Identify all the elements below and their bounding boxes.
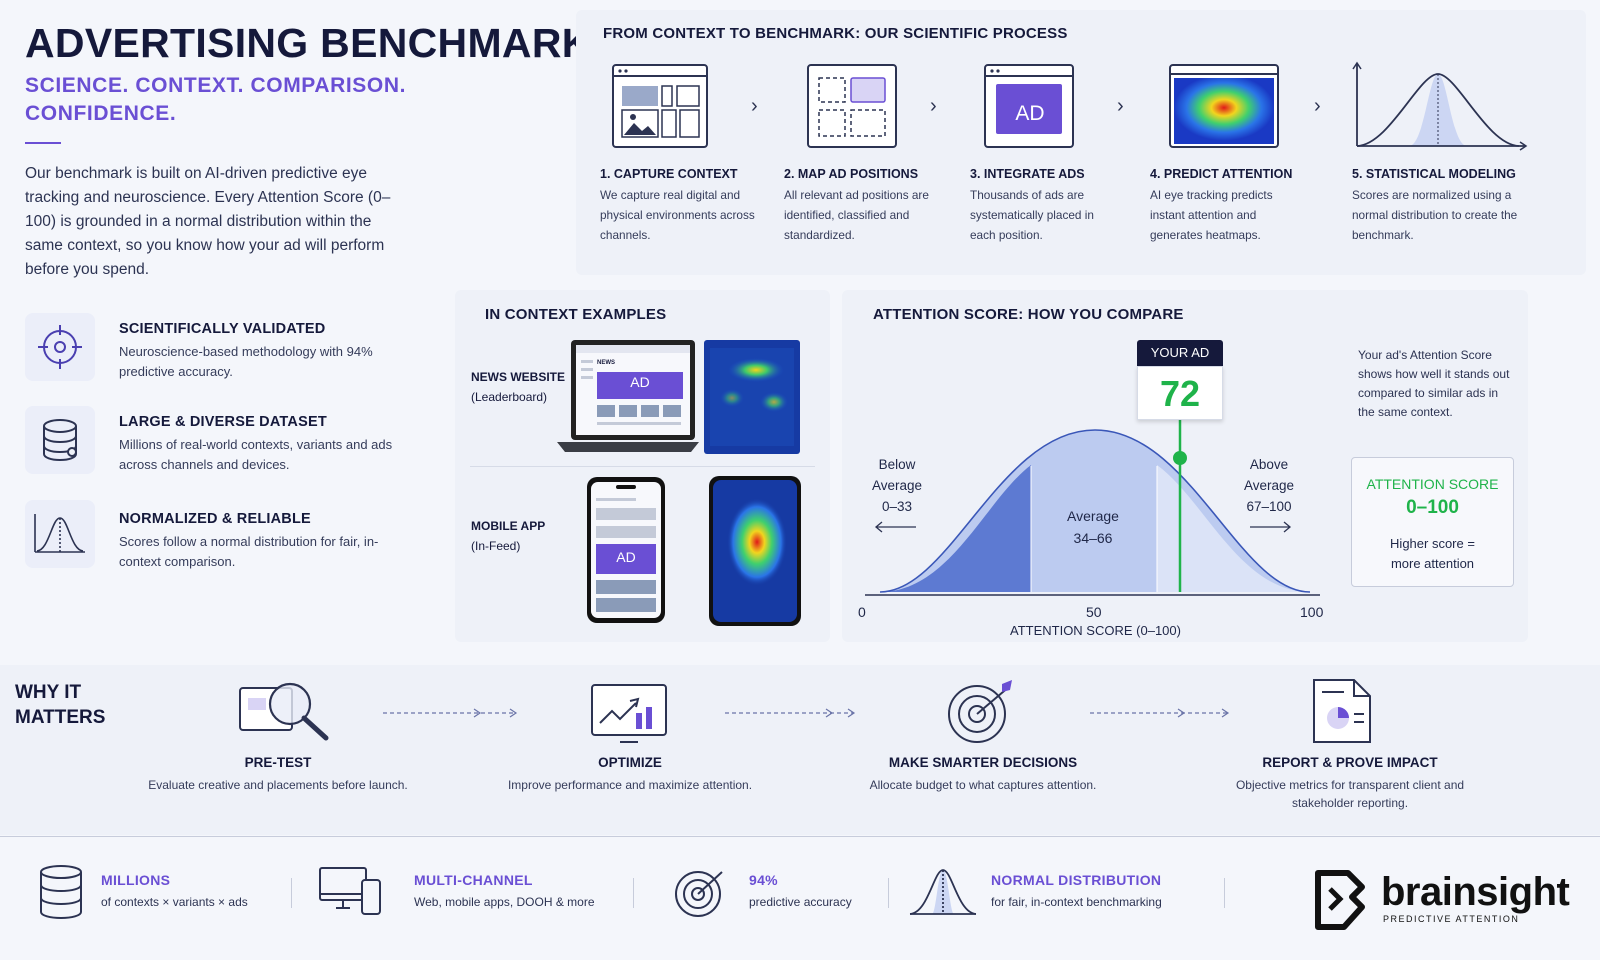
target-icon	[674, 866, 728, 923]
example-label: NEWS WEBSITE	[471, 370, 566, 384]
growth-chart-icon	[590, 683, 670, 750]
stat-text: of contexts × variants × ads	[101, 895, 248, 909]
stat-title: MULTI-CHANNEL	[414, 872, 533, 888]
feature-title: SCIENTIFICALLY VALIDATED	[119, 321, 326, 337]
phone-mockup	[586, 476, 666, 629]
divider	[1224, 878, 1225, 908]
database-icon	[25, 406, 95, 474]
step-text: AI eye tracking predicts instant attenti…	[1150, 188, 1273, 242]
page-subtitle: SCIENCE. CONTEXT. COMPARISON. CONFIDENCE…	[25, 74, 407, 125]
your-ad-label: YOUR AD	[1137, 340, 1223, 366]
why-item-text: Evaluate creative and placements before …	[148, 778, 408, 792]
stat-title: MILLIONS	[101, 872, 171, 888]
x-tick: 50	[1086, 604, 1102, 620]
score-box-title: ATTENTION SCORE	[1366, 476, 1499, 492]
score-title: ATTENTION SCORE: HOW YOU COMPARE	[873, 306, 1184, 323]
target-icon	[944, 678, 1022, 751]
score-box-range: 0–100	[1406, 497, 1459, 518]
score-box-text: Higher score = more attention	[1390, 536, 1475, 571]
stat-text: predictive accuracy	[749, 895, 852, 909]
process-title: FROM CONTEXT TO BENCHMARK: OUR SCIENTIFI…	[603, 25, 1068, 42]
browser-capture-icon	[612, 64, 710, 155]
ad-slot-label: AD	[630, 374, 650, 390]
stat-text: Web, mobile apps, DOOH & more	[414, 895, 595, 909]
database-icon	[36, 864, 86, 925]
why-item-text: Objective metrics for transparent client…	[1235, 778, 1465, 810]
feature-text: Scores follow a normal distribution for …	[119, 534, 379, 569]
heatmap-icon	[1169, 64, 1281, 155]
brand-tagline: PREDICTIVE ATTENTION	[1383, 914, 1520, 924]
divider	[633, 878, 634, 908]
laptop-mockup	[557, 338, 699, 463]
chevron-right-icon: ›	[751, 95, 758, 117]
feature-title: LARGE & DIVERSE DATASET	[119, 414, 327, 430]
your-ad-score: 72	[1137, 366, 1223, 420]
feature-title: NORMALIZED & RELIABLE	[119, 511, 311, 527]
example-label: MOBILE APP	[471, 519, 546, 533]
why-item-text: Improve performance and maximize attenti…	[507, 778, 753, 792]
why-item-title: REPORT & PROVE IMPACT	[1262, 755, 1438, 770]
stat-title: 94%	[749, 872, 778, 888]
feature-text: Millions of real-world contexts, variant…	[119, 437, 393, 472]
magnifier-icon	[238, 678, 334, 747]
divider	[888, 878, 889, 908]
x-tick: 100	[1300, 604, 1324, 620]
flow-arrows	[383, 708, 1230, 718]
integrate-ad-icon	[984, 64, 1076, 155]
bell-curve-chart-icon	[1349, 60, 1529, 157]
intro-text: Our benchmark is built on AI-driven pred…	[25, 165, 391, 278]
news-site-label: NEWS	[597, 360, 615, 366]
devices-icon	[318, 866, 384, 923]
bell-curve-icon	[908, 864, 978, 921]
chevron-right-icon: ›	[930, 95, 937, 117]
step-title: 4. PREDICT ATTENTION	[1150, 167, 1293, 181]
crosshair-icon	[25, 313, 95, 381]
chevron-right-icon: ›	[1314, 95, 1321, 117]
x-axis-label: ATTENTION SCORE (0–100)	[1010, 623, 1181, 638]
feature-text: Neuroscience-based methodology with 94% …	[119, 344, 373, 379]
stat-text: for fair, in-context benchmarking	[991, 895, 1162, 909]
step-text: Scores are normalized using a normal dis…	[1352, 188, 1518, 242]
why-item-text: Allocate budget to what captures attenti…	[869, 778, 1097, 792]
brand-name: brainsight	[1381, 870, 1570, 914]
mobile-heatmap	[709, 476, 801, 631]
ad-slot-label: AD	[616, 549, 636, 565]
chevron-right-icon: ›	[1117, 95, 1124, 117]
divider	[25, 142, 61, 144]
ad-badge: AD	[1015, 102, 1045, 125]
divider	[291, 878, 292, 908]
step-text: We capture real digital and physical env…	[600, 188, 755, 242]
score-box	[1351, 457, 1514, 587]
step-text: All relevant ad positions are identified…	[784, 188, 929, 242]
example-sub: (Leaderboard)	[471, 390, 548, 404]
why-item-title: MAKE SMARTER DECISIONS	[888, 755, 1078, 770]
ad-positions-icon	[807, 64, 899, 155]
page-title: ADVERTISING BENCHMARK	[25, 20, 592, 66]
why-item-title: PRE-TEST	[244, 755, 312, 770]
example-sub: (In-Feed)	[471, 539, 521, 553]
bell-curve-icon	[25, 500, 95, 568]
step-text: Thousands of ads are systematically plac…	[970, 188, 1094, 242]
why-title: WHY IT MATTERS	[15, 682, 106, 728]
brainsight-logo-icon	[1312, 869, 1366, 936]
examples-title: IN CONTEXT EXAMPLES	[485, 306, 667, 323]
step-title: 5. STATISTICAL MODELING	[1352, 167, 1516, 181]
why-item-title: OPTIMIZE	[598, 755, 662, 770]
score-note: Your ad's Attention Score shows how well…	[1358, 348, 1510, 419]
report-icon	[1310, 678, 1376, 751]
step-title: 1. CAPTURE CONTEXT	[600, 167, 738, 181]
x-tick: 0	[858, 604, 866, 620]
divider	[0, 836, 1600, 837]
step-title: 3. INTEGRATE ADS	[970, 167, 1085, 181]
divider	[470, 466, 815, 467]
stat-title: NORMAL DISTRIBUTION	[991, 872, 1162, 888]
step-title: 2. MAP AD POSITIONS	[784, 167, 919, 181]
news-heatmap	[704, 340, 800, 459]
